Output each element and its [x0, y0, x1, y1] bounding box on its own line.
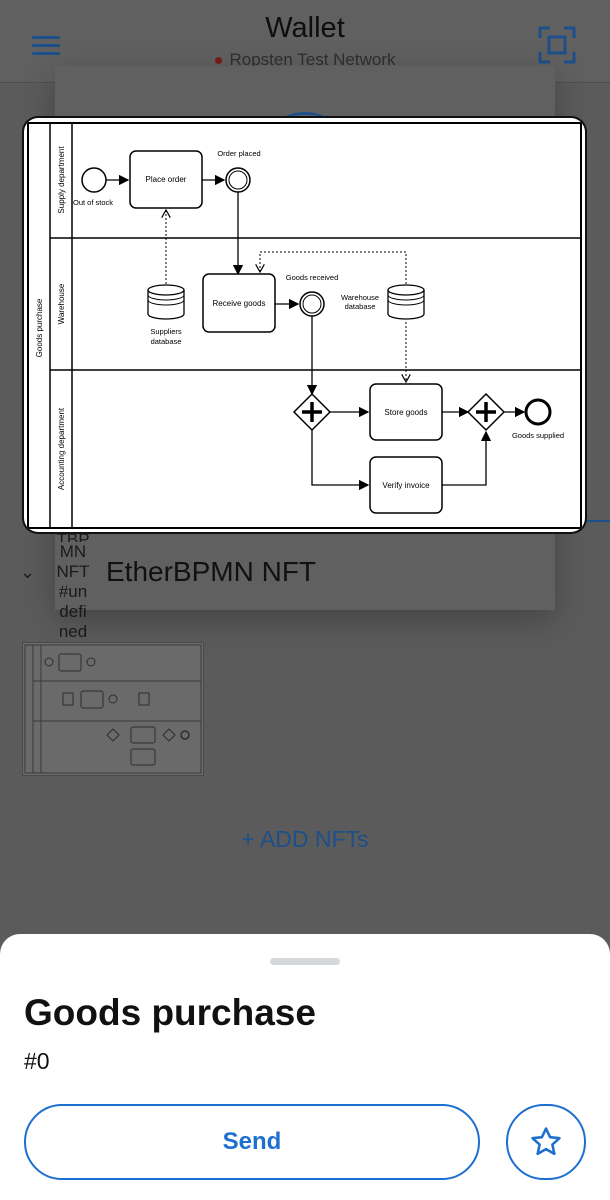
placeholder-line: MN — [59, 542, 87, 561]
hamburger-icon[interactable] — [32, 36, 60, 56]
favorite-button[interactable] — [506, 1104, 586, 1180]
lane-warehouse: Warehouse — [57, 283, 66, 324]
placeholder-line: TBP — [56, 530, 90, 542]
suppliers-db-label-2: database — [151, 337, 182, 346]
parallel-gateway-join — [466, 392, 506, 432]
sheet-drag-handle[interactable] — [270, 958, 340, 965]
tab-indicator — [582, 520, 610, 522]
suppliers-db-label-1: Suppliers — [150, 327, 182, 336]
order-placed-event — [225, 167, 251, 193]
order-placed-label: Order placed — [217, 149, 260, 158]
chevron-down-icon[interactable]: ⌄ — [20, 562, 36, 582]
qr-scan-icon[interactable] — [538, 26, 576, 64]
goods-received-label: Goods received — [286, 273, 339, 282]
network-indicator[interactable]: Ropsten Test Network — [0, 50, 610, 70]
bpmn-diagram: Goods purchase Supply department Warehou… — [27, 122, 582, 529]
thumbnail-diagram — [24, 644, 202, 774]
verify-invoice-label: Verify invoice — [382, 481, 430, 490]
nft-name: Goods purchase — [24, 992, 316, 1033]
nft-token-id: #0 — [24, 1048, 50, 1074]
nft-image-preview[interactable]: Goods purchase Supply department Warehou… — [24, 118, 585, 532]
network-name: Ropsten Test Network — [229, 50, 396, 69]
placeholder-line: NFT — [56, 562, 90, 581]
end-event — [524, 398, 552, 426]
nft-bottom-sheet: Goods purchase #0 Send — [0, 934, 610, 1200]
store-goods-label: Store goods — [384, 408, 427, 417]
nft-placeholder-label: TBP MN NFT #un defi ned — [52, 530, 94, 642]
place-order-label: Place order — [146, 175, 187, 184]
parallel-gateway-split — [292, 392, 332, 432]
avatar-arc — [280, 112, 330, 135]
warehouse-db-label-1: Warehouse — [341, 293, 379, 302]
add-nfts-link[interactable]: + ADD NFTs — [241, 826, 369, 852]
placeholder-line: defi — [59, 602, 87, 621]
receive-goods-label: Receive goods — [213, 299, 266, 308]
lane-supply: Supply department — [57, 146, 66, 214]
suppliers-database-icon — [147, 284, 185, 320]
pool-label: Goods purchase — [35, 298, 44, 357]
start-event — [81, 167, 107, 193]
page-title: Wallet — [265, 12, 345, 44]
goods-received-event — [299, 291, 325, 317]
network-status-dot — [214, 57, 222, 65]
warehouse-database-icon — [387, 284, 425, 320]
out-of-stock-label: Out of stock — [73, 198, 113, 207]
goods-supplied-label: Goods supplied — [512, 431, 564, 440]
placeholder-line: ned — [58, 622, 88, 641]
nft-thumbnail[interactable] — [22, 642, 204, 776]
star-icon — [531, 1127, 561, 1156]
receive-goods-task — [202, 273, 276, 333]
warehouse-db-label-2: database — [345, 302, 376, 311]
placeholder-line: #un — [58, 582, 88, 601]
send-button[interactable]: Send — [24, 1104, 480, 1180]
lane-accounting: Accounting department — [57, 407, 66, 490]
collection-title[interactable]: EtherBPMN NFT — [106, 556, 317, 587]
